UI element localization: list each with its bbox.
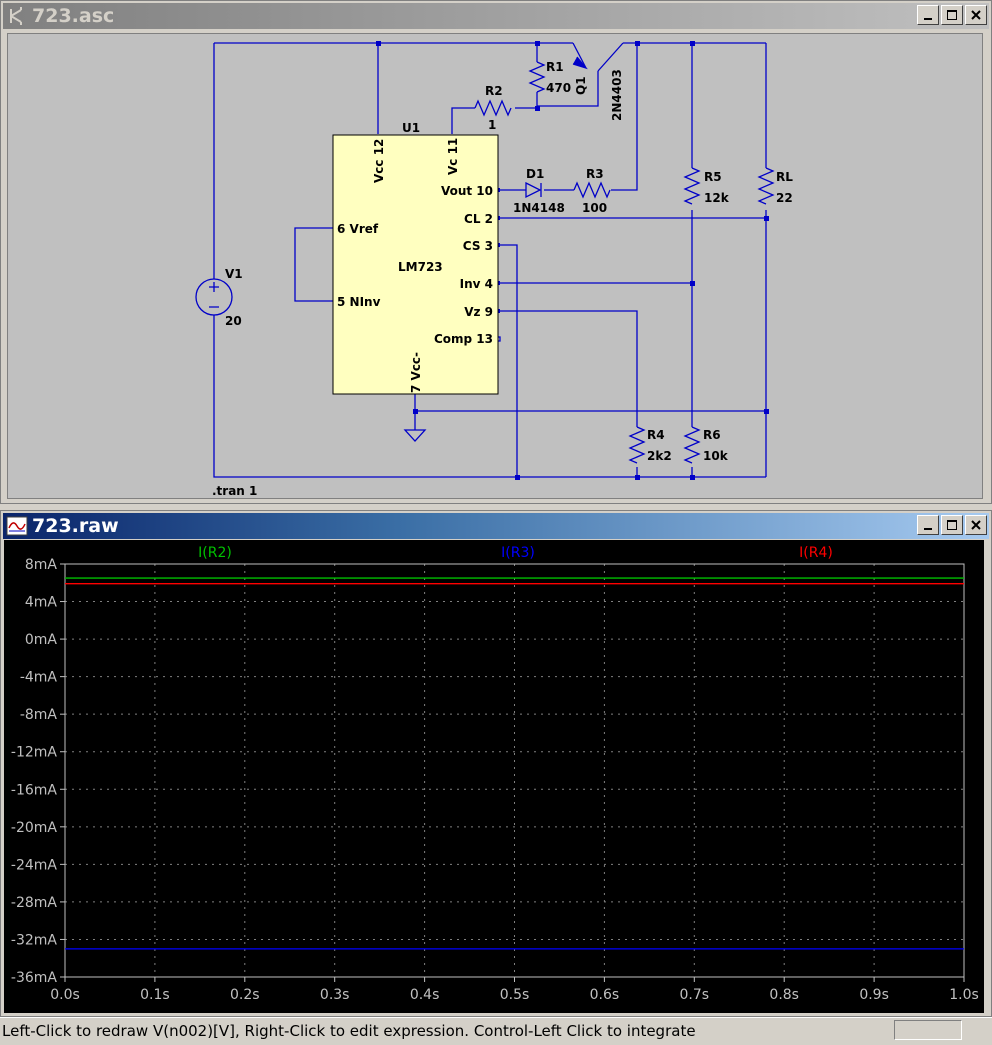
r5-val: 12k	[704, 191, 730, 205]
r1-ref: R1	[546, 60, 564, 74]
close-button[interactable]	[965, 515, 987, 535]
maximize-button[interactable]	[941, 5, 963, 25]
y-tick-label: -16mA	[11, 782, 58, 798]
x-tick-label: 0.5s	[500, 987, 530, 1003]
status-text: Left-Click to redraw V(n002)[V], Right-C…	[2, 1022, 696, 1040]
y-tick-label: -8mA	[20, 707, 58, 723]
d1-val: 1N4148	[513, 201, 565, 215]
rl-ref: RL	[776, 170, 793, 184]
r3-ref: R3	[586, 167, 604, 181]
legend-entry: I(R2)	[198, 545, 232, 561]
r2-ref: R2	[485, 84, 503, 98]
maximize-button[interactable]	[941, 515, 963, 535]
waveform-chart[interactable]: 0.0s 0.1s 0.2s 0.3s 0.4s 0.5s 0.6s 0.7s 0.8s 0.9s…	[4, 540, 984, 1013]
x-tick-label: 1.0s	[949, 987, 979, 1003]
y-tick-label: -12mA	[11, 745, 58, 761]
x-tick-label: 0.0s	[50, 987, 80, 1003]
pin-cs3: CS 3	[463, 239, 493, 253]
waveform-title: 723.raw	[32, 515, 119, 537]
y-tick-label: -28mA	[11, 895, 58, 911]
status-panel	[894, 1020, 962, 1040]
x-tick-label: 0.7s	[680, 987, 710, 1003]
plot-frame	[64, 563, 965, 978]
pin-vout10: Vout 10	[441, 184, 493, 198]
close-icon	[971, 10, 981, 20]
maximize-icon	[947, 10, 957, 20]
y-tick-label: -4mA	[20, 670, 58, 686]
pin-inv4: Inv 4	[460, 277, 493, 291]
r2-val: 1	[488, 118, 496, 132]
schematic-titlebar[interactable]: 723.asc	[3, 3, 989, 29]
d1-ref: D1	[526, 167, 544, 181]
r6-val: 10k	[703, 449, 729, 463]
close-icon	[971, 520, 981, 530]
y-tick-label: 0mA	[25, 632, 58, 648]
r6-ref: R6	[703, 428, 721, 442]
waveform-titlebar[interactable]: 723.raw	[3, 513, 989, 539]
x-tick-label: 0.6s	[590, 987, 620, 1003]
r4-ref: R4	[647, 428, 665, 442]
y-tick-label: -32mA	[11, 932, 58, 948]
y-tick-label: -24mA	[11, 857, 58, 873]
u1-ref: U1	[402, 121, 420, 135]
minimize-button[interactable]	[917, 5, 939, 25]
x-tick-label: 0.1s	[140, 987, 170, 1003]
lm723-body[interactable]	[332, 134, 499, 395]
y-tick-label: -20mA	[11, 820, 58, 836]
close-button[interactable]	[965, 5, 987, 25]
waveform-plot[interactable]: 0.0s 0.1s 0.2s 0.3s 0.4s 0.5s 0.6s 0.7s 0.8s 0.9s…	[4, 540, 984, 1013]
pin-vccm7: 7 Vcc-	[409, 352, 423, 393]
minimize-icon	[924, 528, 932, 530]
pin-cl2: CL 2	[464, 212, 493, 226]
schematic-icon	[6, 5, 28, 27]
pin-vc11: Vc 11	[446, 138, 460, 175]
legend-entry: I(R3)	[501, 545, 535, 561]
r1-val: 470	[546, 81, 571, 95]
r4-val: 2k2	[647, 449, 672, 463]
pin-vz9: Vz 9	[464, 305, 493, 319]
waveform-icon	[6, 515, 28, 537]
schematic-canvas[interactable]: U1 LM723 Vcc 12 Vc 11 Vout 10 CL 2 CS 3 …	[7, 33, 983, 499]
v1-ref: V1	[225, 267, 243, 281]
x-tick-label: 0.8s	[769, 987, 799, 1003]
rl-val: 22	[776, 191, 793, 205]
r5-ref: R5	[704, 170, 722, 184]
y-tick-label: 4mA	[25, 595, 58, 611]
x-tick-label: 0.9s	[859, 987, 889, 1003]
pin-comp13: Comp 13	[434, 332, 493, 346]
maximize-icon	[947, 520, 957, 530]
q1-ref: Q1	[574, 76, 588, 95]
x-tick-label: 0.2s	[230, 987, 260, 1003]
r3-val: 100	[582, 201, 607, 215]
x-tick-label: 0.4s	[410, 987, 440, 1003]
y-tick-label: -36mA	[11, 970, 58, 986]
minimize-icon	[924, 18, 932, 20]
x-tick-label: 0.3s	[320, 987, 350, 1003]
u1-name: LM723	[398, 260, 443, 274]
pin-ninv5: 5 NInv	[337, 295, 381, 309]
v1-val: 20	[225, 314, 242, 328]
wires	[195, 42, 775, 478]
schematic-drawing[interactable]: U1 LM723 Vcc 12 Vc 11 Vout 10 CL 2 CS 3 …	[8, 34, 983, 499]
schematic-window[interactable]: 723.asc	[0, 0, 992, 504]
pin-vcc12: Vcc 12	[372, 139, 386, 183]
legend-entry: I(R4)	[799, 545, 833, 561]
pin-vref6: 6 Vref	[337, 222, 379, 236]
schematic-title: 723.asc	[32, 5, 115, 27]
q1-val: 2N4403	[610, 69, 624, 121]
y-tick-label: 8mA	[25, 557, 58, 573]
status-bar: Left-Click to redraw V(n002)[V], Right-C…	[0, 1017, 992, 1045]
minimize-button[interactable]	[917, 515, 939, 535]
tran-directive[interactable]: .tran 1	[212, 484, 257, 498]
